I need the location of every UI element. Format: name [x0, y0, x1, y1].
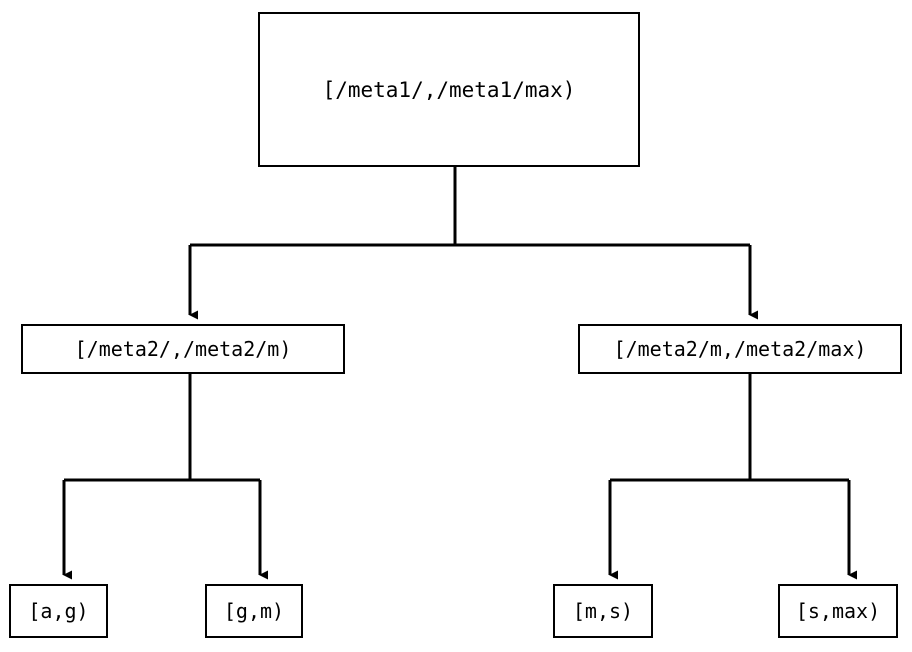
tree-leaf-g-m[interactable]: [g,m)	[205, 584, 303, 638]
edge-right-level2-to-leaves	[608, 374, 857, 580]
tree-leaf-m-s[interactable]: [m,s)	[553, 584, 653, 638]
tree-leaf-s-max[interactable]: [s,max)	[778, 584, 898, 638]
tree-node-level2-right[interactable]: [/meta2/m,/meta2/max)	[578, 324, 902, 374]
edge-left-level2-to-leaves	[62, 374, 268, 580]
tree-node-level2-left[interactable]: [/meta2/,/meta2/m)	[21, 324, 345, 374]
edge-root-to-level2	[188, 167, 758, 320]
tree-node-root[interactable]: [/meta1/,/meta1/max)	[258, 12, 640, 167]
tree-leaf-a-g[interactable]: [a,g)	[9, 584, 108, 638]
